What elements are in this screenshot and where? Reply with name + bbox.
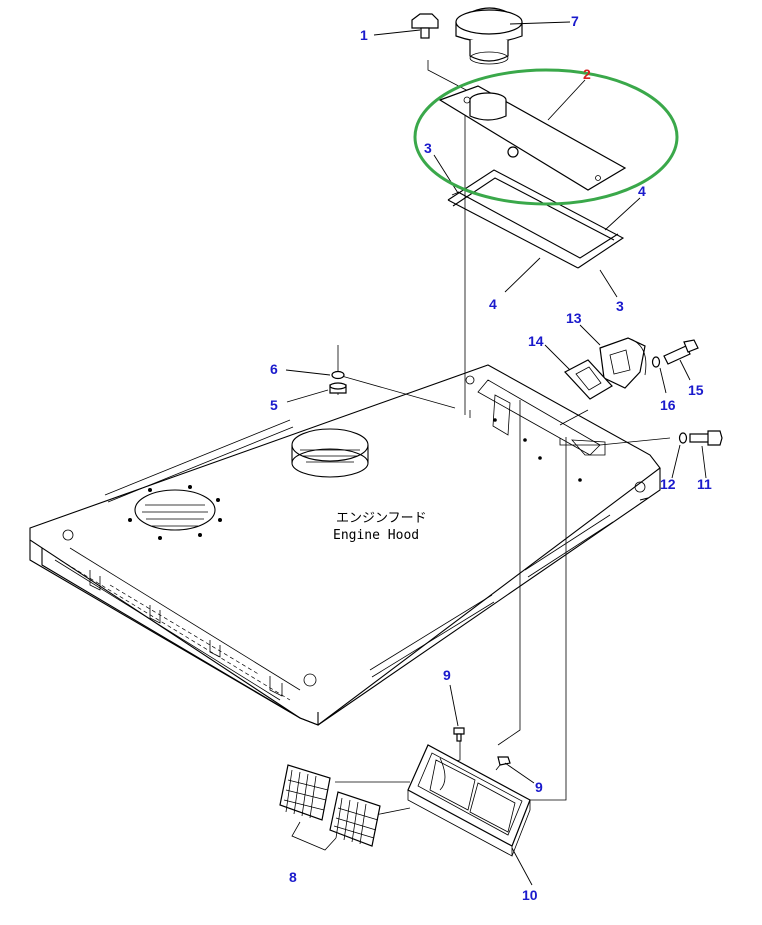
engine-hood: エンジンフード Engine Hood — [29, 364, 661, 726]
part-2-cover-plate — [438, 85, 627, 191]
callout-15: 15 — [688, 382, 704, 398]
part-16-washer — [651, 356, 661, 368]
grille-opening — [128, 485, 222, 540]
callout-labels: 1 7 2 3 4 4 3 13 14 6 5 15 16 12 11 9 9 … — [270, 13, 712, 903]
part-11-bolt — [689, 430, 723, 446]
callout-4-lower: 4 — [489, 296, 497, 312]
part-5-nut — [329, 382, 347, 394]
callout-9-upper: 9 — [443, 667, 451, 683]
callout-4-right: 4 — [638, 183, 646, 199]
part-12-washer — [678, 432, 688, 444]
callout-9-lower: 9 — [535, 779, 543, 795]
part-9-screw-a — [453, 727, 465, 742]
assembly-lines — [335, 60, 671, 816]
part-13-elbow — [599, 337, 647, 389]
part-15-bolt — [663, 339, 699, 365]
callout-10: 10 — [522, 887, 538, 903]
part-10-frame — [407, 744, 531, 857]
exhaust-opening — [291, 428, 369, 478]
part-7-rain-cap — [455, 7, 523, 65]
part-6-washer — [331, 370, 345, 380]
callout-3-upper: 3 — [424, 140, 432, 156]
callout-13: 13 — [566, 310, 582, 326]
callout-leaders — [285, 21, 707, 886]
callout-2: 2 — [583, 66, 591, 82]
hood-label-en: Engine Hood — [333, 528, 419, 543]
callout-16: 16 — [660, 397, 676, 413]
callout-12: 12 — [660, 476, 676, 492]
callout-1: 1 — [360, 27, 368, 43]
part-1-bolt — [411, 13, 439, 39]
highlight-ring — [413, 68, 679, 206]
callout-5: 5 — [270, 397, 278, 413]
callout-11: 11 — [697, 476, 712, 492]
callout-14: 14 — [528, 333, 544, 349]
part-9-screw-b — [497, 756, 511, 766]
callout-7: 7 — [571, 13, 579, 29]
part-8-filters — [279, 764, 381, 851]
callout-6: 6 — [270, 361, 278, 377]
hood-label-jp: エンジンフード — [336, 511, 427, 526]
callout-8: 8 — [289, 869, 297, 885]
callout-3-lower: 3 — [616, 298, 624, 314]
part-14-flange-gasket — [564, 359, 613, 400]
